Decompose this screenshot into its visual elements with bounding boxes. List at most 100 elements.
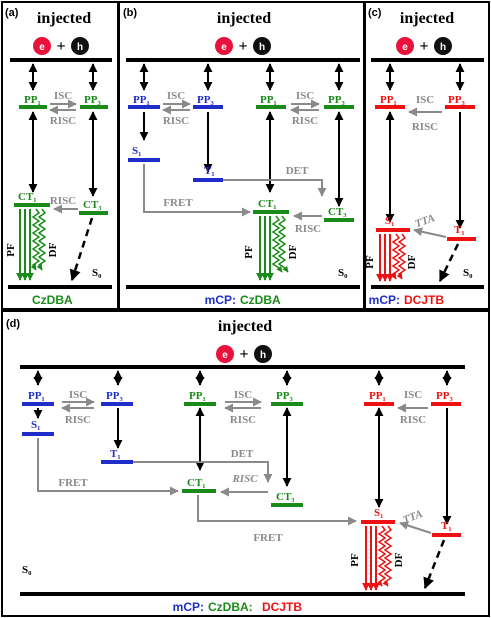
pp3-label-mcp: PP₃ xyxy=(197,94,214,106)
ct1-label: CT₁ xyxy=(18,191,37,203)
host-dcjtb: DCJTB xyxy=(404,293,444,307)
s1-label: S₁ xyxy=(385,215,394,227)
t1-label: T₁ xyxy=(454,224,465,236)
isc-label-mcp: ISC xyxy=(167,90,185,102)
ct3-dashed-arrow xyxy=(69,217,94,282)
df-wave-2 xyxy=(396,233,407,280)
host-mcp: mCP: xyxy=(173,600,204,614)
ct3-label: CT₃ xyxy=(328,206,347,218)
injected-title: injected xyxy=(400,10,454,27)
injected-title: injected xyxy=(37,10,91,27)
isc-label-mcp: ISC xyxy=(69,389,87,401)
pp3-label: PP₃ xyxy=(448,94,465,106)
df-wave-2 xyxy=(277,215,289,273)
t1-label: T₁ xyxy=(204,165,215,177)
pf-label: PF xyxy=(349,553,361,567)
pp1-label-czdba: PP₁ xyxy=(189,390,206,402)
isc-label-czdba: ISC xyxy=(296,90,314,102)
s1-label: S₁ xyxy=(31,419,40,431)
pp3-label-czdba: PP₃ xyxy=(328,94,345,106)
tta-label: TTA xyxy=(401,508,424,527)
t1-dashed-arrow xyxy=(438,243,460,283)
s1-label-dcjtb: S₁ xyxy=(374,507,383,519)
fret-arrow xyxy=(143,164,251,217)
pf-label: PF xyxy=(5,243,17,257)
electron-label: e xyxy=(222,350,228,361)
df-label: DF xyxy=(393,552,405,567)
fret-label-czdba: FRET xyxy=(253,532,283,544)
injected-title: injected xyxy=(218,318,272,335)
host-mcp: mCP: xyxy=(369,293,400,307)
fret-label: FRET xyxy=(163,197,193,209)
df-wave-1 xyxy=(30,208,41,271)
df-wave-1 xyxy=(376,525,387,587)
det-label: DET xyxy=(286,165,309,177)
panel-c-label: (c) xyxy=(368,7,382,19)
risc-ct-label: RISC xyxy=(231,473,258,485)
s0-label: S₀ xyxy=(338,267,348,279)
t1-label: T₁ xyxy=(110,448,121,460)
s0-label: S₀ xyxy=(92,267,102,279)
fret-arrow-czdba xyxy=(197,495,357,526)
panel-c-frame xyxy=(364,1,490,310)
fret-arrow-mcp xyxy=(37,438,179,496)
pp1-label-mcp: PP₁ xyxy=(133,94,150,106)
host-czdba: CzDBA: xyxy=(208,600,253,614)
injected-title: injected xyxy=(217,10,271,27)
emission-arrows xyxy=(256,215,289,281)
risc-ct-label: RISC xyxy=(50,195,76,207)
isc-label: ISC xyxy=(54,90,72,102)
det-arrow xyxy=(223,179,327,197)
hole-label: h xyxy=(440,42,446,53)
hole-circle xyxy=(71,37,89,55)
risc-label: RISC xyxy=(412,121,438,133)
df-wave-1 xyxy=(390,233,401,280)
emission-arrows xyxy=(16,208,47,281)
tta-arrow xyxy=(413,227,447,238)
hole-label: h xyxy=(260,350,266,361)
pp1-label: PP₁ xyxy=(24,94,41,106)
pf-label: PF xyxy=(243,245,255,259)
s0-label: S₀ xyxy=(463,267,473,279)
t1-dashed-arrow xyxy=(423,539,446,590)
risc-label-dcjtb: RISC xyxy=(400,414,426,426)
pp1-label-czdba: PP₁ xyxy=(260,94,277,106)
emission-arrows xyxy=(362,525,393,591)
panel-a: injected e + h PP₁ PP₃ ISC RISC CT₁ CT₃ … xyxy=(5,10,112,307)
panel-a-label: (a) xyxy=(5,7,19,19)
df-label: DF xyxy=(287,244,299,259)
pp1-label-mcp: PP₁ xyxy=(28,390,45,402)
pp1-label: PP₁ xyxy=(380,94,397,106)
pp3-label-mcp: PP₃ xyxy=(106,390,123,402)
panel-c: injected e + h PP₁ PP₃ ISC RISC S₁ T₁ TT… xyxy=(364,10,484,307)
isc-label-czdba: ISC xyxy=(234,389,252,401)
t1-label-dcjtb: T₁ xyxy=(441,520,452,532)
host-czdba: CzDBA xyxy=(240,293,281,307)
pp3-label: PP₃ xyxy=(84,94,101,106)
df-wave-2 xyxy=(382,525,393,587)
tta-label: TTA xyxy=(413,212,436,230)
electron-label: e xyxy=(39,42,45,53)
host-dcjtb: DCJTB xyxy=(262,600,302,614)
df-label: DF xyxy=(406,254,418,269)
pp1-label-dcjtb: PP₁ xyxy=(369,390,386,402)
electron-circle xyxy=(396,37,414,55)
panel-d: injected e + h PP₁ PP₃ ISC RISC S₁ T₁ PP… xyxy=(20,318,465,614)
panel-b-label: (b) xyxy=(123,7,137,19)
risc-label-czdba: RISC xyxy=(292,115,318,127)
ct1-label: CT₁ xyxy=(258,198,277,210)
df-wave-2 xyxy=(36,208,47,271)
risc-label-czdba: RISC xyxy=(230,414,256,426)
hole-label: h xyxy=(259,42,265,53)
panel-d-label: (d) xyxy=(6,318,20,330)
electron-label: e xyxy=(402,42,408,53)
plus-sign: + xyxy=(238,38,247,55)
panel-d-frame xyxy=(1,310,490,617)
host-mcp: mCP: xyxy=(205,293,236,307)
electron-circle xyxy=(216,345,234,363)
risc-label-mcp: RISC xyxy=(163,115,189,127)
fret-label-mcp: FRET xyxy=(58,477,88,489)
hole-circle xyxy=(434,37,452,55)
plus-sign: + xyxy=(239,346,248,363)
